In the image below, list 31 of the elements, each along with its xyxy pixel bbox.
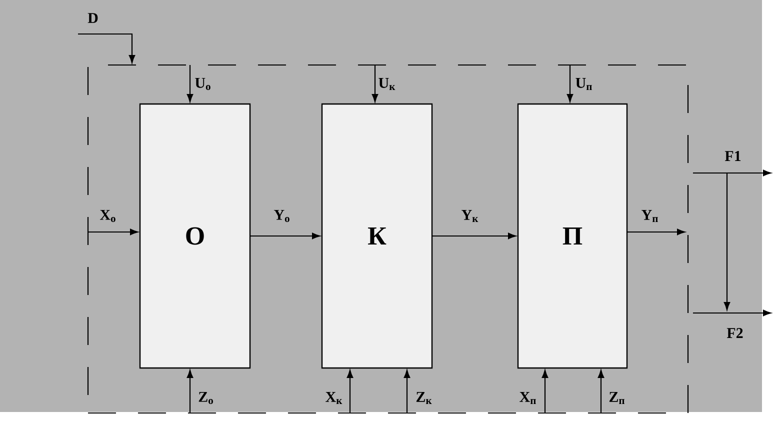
arrow: [627, 228, 686, 236]
edge-label: X$_{п}$: [520, 392, 536, 404]
arrow: [372, 65, 378, 102]
process-box: К: [321, 103, 433, 369]
edge-label: Z$_{о}$: [198, 392, 213, 404]
edge-label: Y$_{п}$: [642, 210, 658, 222]
arrow: [598, 370, 604, 413]
arrow: [186, 370, 194, 413]
output-label: F2: [726, 328, 743, 338]
arrow: [404, 370, 410, 413]
arrow: [346, 370, 354, 413]
edge-label: Z$_{п}$: [609, 392, 624, 404]
arrow: [78, 33, 136, 64]
process-box: П: [517, 103, 628, 369]
arrow: [88, 228, 138, 236]
edge-label: U$_{к}$: [378, 78, 396, 90]
arrow: [250, 232, 320, 240]
arrow: [566, 65, 574, 102]
edge-label: U$_{п}$: [576, 78, 592, 90]
arrow: [542, 370, 548, 413]
arrow: [432, 232, 516, 240]
output-label: F1: [724, 151, 741, 161]
edge-label: Y$_{о}$: [274, 210, 290, 222]
arrow: [186, 65, 194, 102]
edge-label: Y$_{к}$: [462, 210, 478, 222]
edge-label: U$_{о}$: [195, 78, 210, 90]
edge-label: Z$_{к}$: [416, 392, 432, 404]
edge-label: D: [88, 13, 98, 23]
edge-label: X$_{о}$: [100, 210, 116, 222]
edge-label: X$_{к}$: [326, 392, 342, 404]
process-box: О: [139, 103, 251, 369]
